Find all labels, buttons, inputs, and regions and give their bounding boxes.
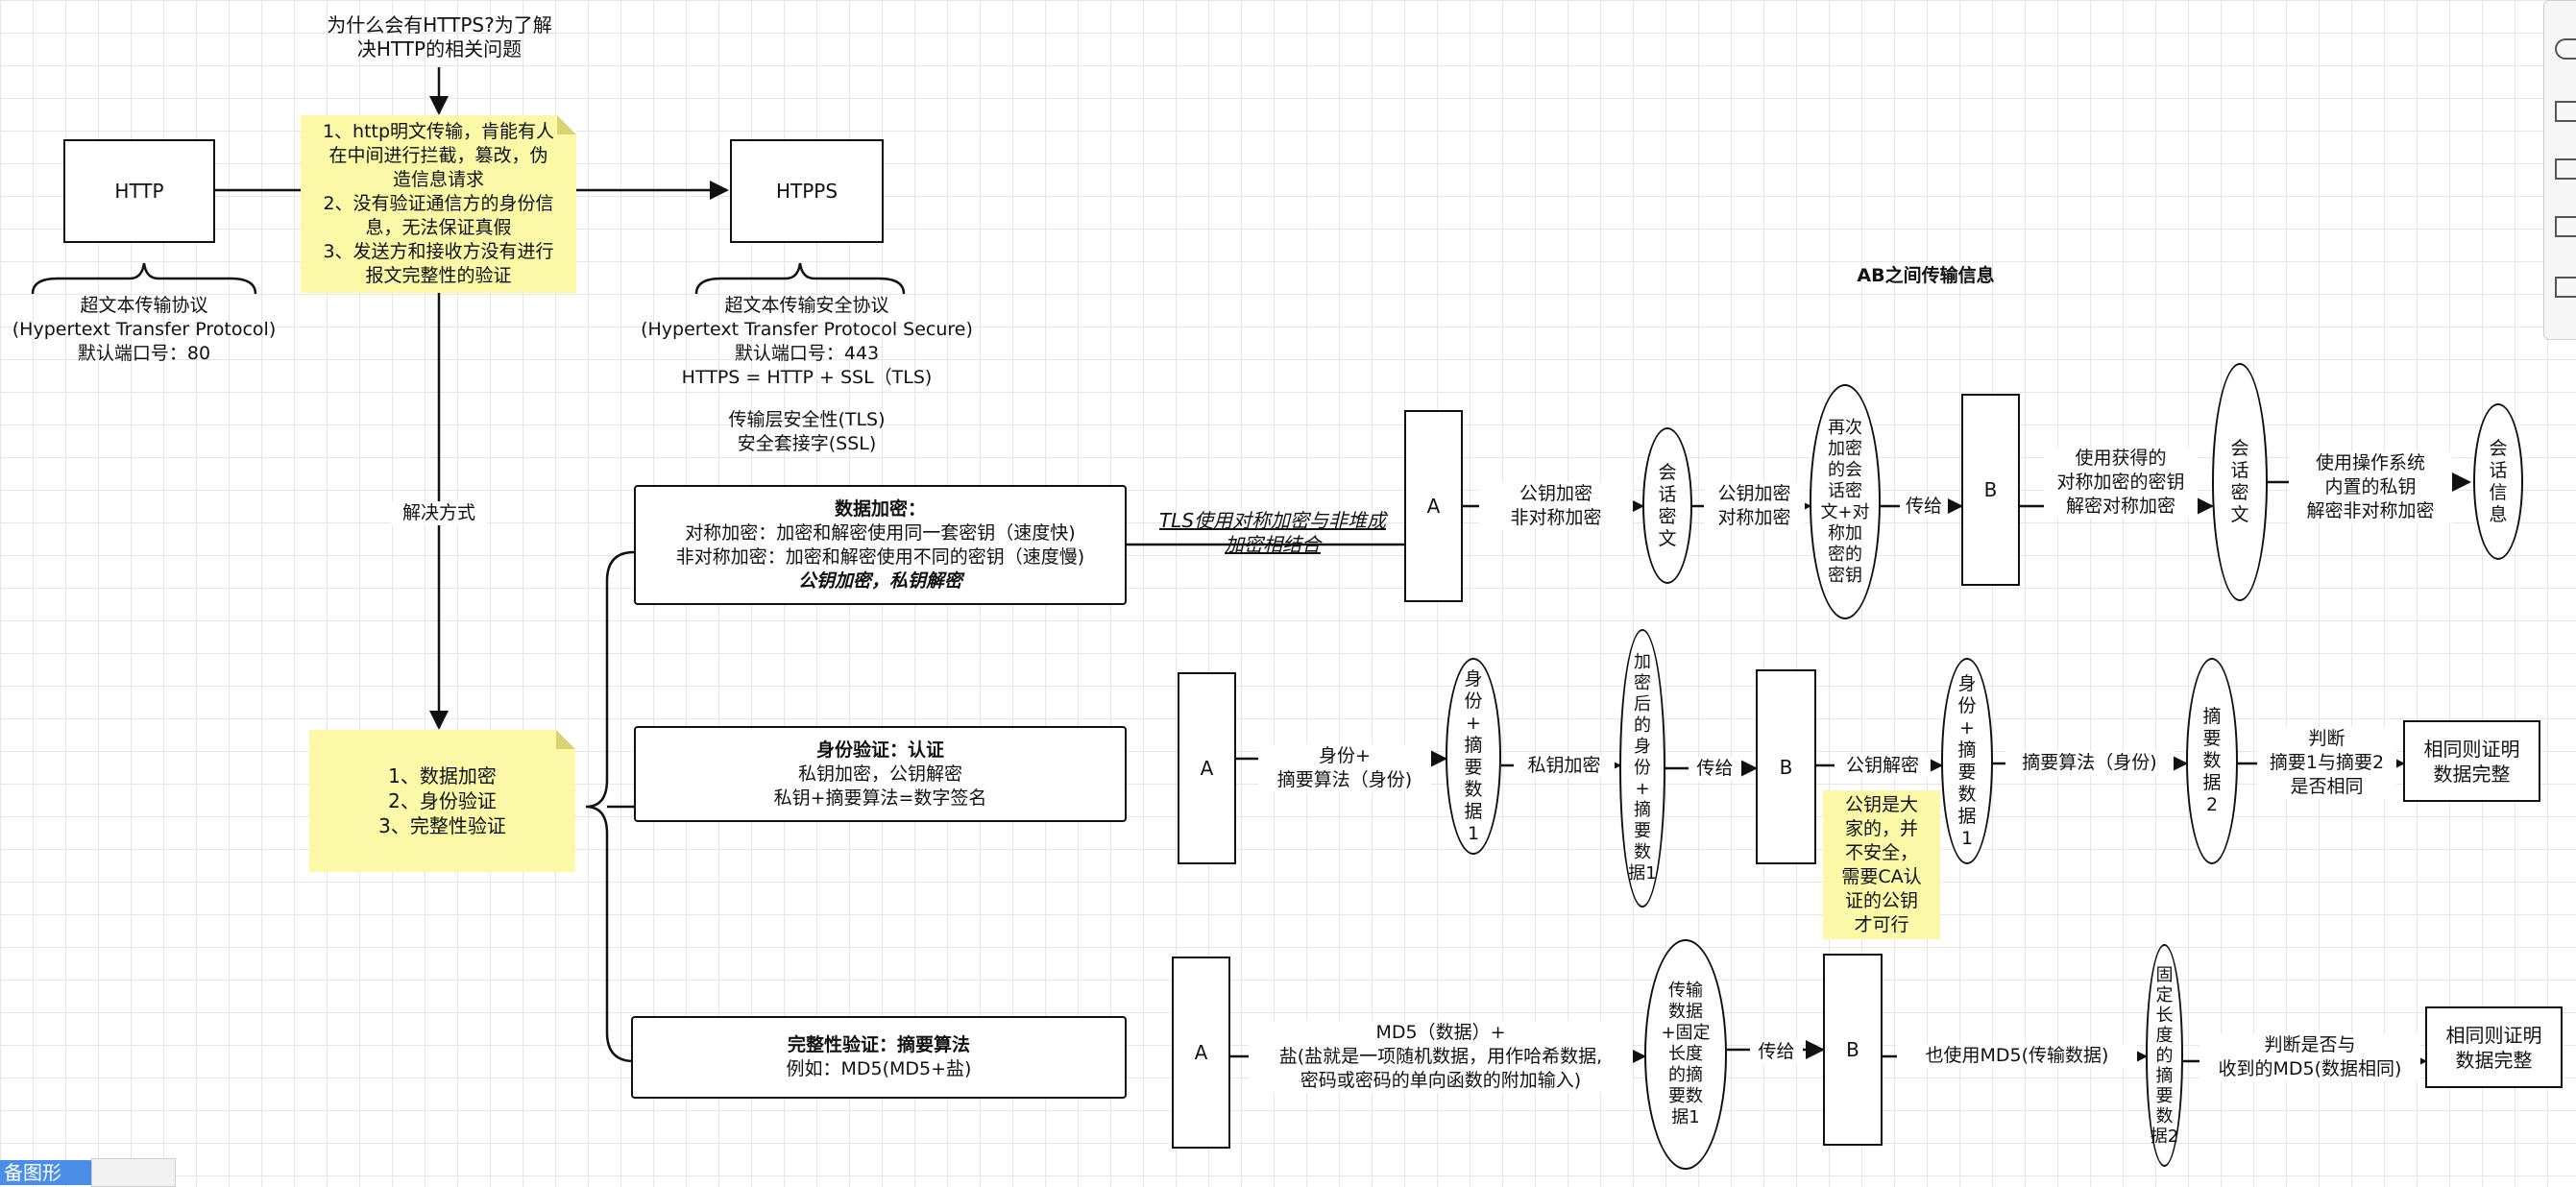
- auth-node-b[interactable]: B: [1756, 669, 1816, 864]
- auth-title: 身份验证：认证: [815, 739, 944, 761]
- enc-label-5: 使用操作系统 内置的私钥 解密非对称加密: [2289, 451, 2452, 523]
- http-description: 超文本传输协议 (Hypertext Transfer Protocol) 默认…: [12, 295, 277, 364]
- auth-label-3: 传给: [1689, 757, 1741, 781]
- enc-node-b[interactable]: B: [1961, 394, 2020, 586]
- solutions-note[interactable]: 1、数据加密 2、身份验证 3、完整性验证: [309, 730, 575, 872]
- integrity-line-1: 例如：MD5(MD5+盐): [786, 1058, 972, 1079]
- page-icon[interactable]: [2555, 216, 2576, 237]
- auth-line-1: 私钥加密，公钥解密: [797, 763, 962, 785]
- int-node-b[interactable]: B: [1823, 954, 1883, 1146]
- auth-result-box[interactable]: 相同则证明 数据完整: [2403, 720, 2540, 802]
- problems-note[interactable]: 1、http明文传输，肯能有人 在中间进行拦截，篡改，伪 造信息请求 2、没有验…: [301, 115, 576, 293]
- tls-note: TLS使用对称加密与非堆成 加密相结合: [1158, 509, 1387, 556]
- auth-label-2: 私钥加密: [1514, 754, 1615, 778]
- encryption-summary: 公钥加密，私钥解密: [797, 569, 962, 592]
- question-text: 为什么会有HTTPS?为了解 决HTTP的相关问题: [327, 13, 552, 61]
- auth-ellipse-2[interactable]: 加 密 后 的 身 份 + 摘 要 数 据1: [1619, 629, 1665, 908]
- integrity-box[interactable]: 完整性验证：摘要算法 例如：MD5(MD5+盐): [631, 1016, 1127, 1099]
- enc-ellipse-2[interactable]: 再次 加密 的会 话密 文+对 称加 密的 密钥: [1810, 384, 1881, 619]
- int-label-4: 判断是否与 收到的MD5(数据相同): [2199, 1033, 2420, 1081]
- https-box[interactable]: HTPPS: [730, 139, 884, 243]
- https-description: 超文本传输安全协议 (Hypertext Transfer Protocol S…: [641, 295, 973, 388]
- int-label-1: MD5（数据）+ 盐(盐就是一项随机数据，用作哈希数据, 密码或密码的单向函数的…: [1249, 1021, 1633, 1093]
- int-node-a[interactable]: A: [1172, 957, 1230, 1149]
- bottom-panel: [91, 1158, 176, 1187]
- enc-label-3: 传给: [1900, 495, 1948, 519]
- int-label-3: 也使用MD5(传输数据): [1897, 1044, 2137, 1068]
- calendar-icon[interactable]: [2555, 158, 2576, 180]
- encryption-box[interactable]: 数据加密： 对称加密：加密和解密使用同一套密钥（速度快) 非对称加密：加密和解密…: [634, 485, 1127, 605]
- layer-icon[interactable]: [2555, 277, 2576, 298]
- note-fold-icon: [557, 115, 576, 134]
- enc-ellipse-3[interactable]: 会 话 密 文: [2212, 363, 2268, 601]
- auth-label-5: 摘要算法（身份): [2005, 751, 2174, 775]
- int-ellipse-1[interactable]: 传输 数据 +固定 长度 的摘 要数 据1: [1644, 939, 1727, 1170]
- enc-label-4: 使用获得的 对称加密的密钥 解密对称加密: [2044, 447, 2198, 519]
- ca-note[interactable]: 公钥是大 家的，并 不安全， 需要CA认 证的公钥 才可行: [1823, 790, 1940, 939]
- auth-ellipse-3[interactable]: 身 份 + 摘 要 数 据 1: [1941, 658, 1993, 864]
- int-ellipse-2[interactable]: 固 定 长 度 的 摘 要 数 据2: [2146, 944, 2183, 1167]
- integrity-title: 完整性验证：摘要算法: [787, 1034, 970, 1055]
- http-box[interactable]: HTTP: [63, 139, 215, 243]
- shapes-tab[interactable]: 备图形: [0, 1160, 95, 1185]
- encryption-symmetric: 对称加密：加密和解密使用同一套密钥（速度快): [685, 521, 1076, 544]
- auth-label-6: 判断 摘要1与摘要2 是否相同: [2257, 727, 2396, 799]
- format-icon[interactable]: [2555, 101, 2576, 122]
- auth-line-2: 私钥+摘要算法=数字签名: [773, 787, 987, 809]
- enc-label-1: 公钥加密 非对称加密: [1479, 482, 1633, 530]
- int-label-2: 传给: [1750, 1040, 1803, 1064]
- auth-box[interactable]: 身份验证：认证 私钥加密，公钥解密 私钥+摘要算法=数字签名: [634, 726, 1127, 822]
- ab-title: AB之间传输信息: [1857, 265, 1995, 286]
- enc-ellipse-4[interactable]: 会 话 信 息: [2473, 403, 2523, 560]
- enc-label-2: 公钥加密 对称加密: [1704, 482, 1805, 530]
- encryption-title: 数据加密：: [834, 497, 926, 520]
- note-fold-icon: [556, 730, 575, 749]
- auth-label-4: 公钥解密: [1835, 754, 1931, 778]
- target-icon[interactable]: [2555, 38, 2576, 60]
- auth-node-a[interactable]: A: [1178, 672, 1236, 864]
- encryption-asymmetric: 非对称加密：加密和解密使用不同的密钥（速度慢): [675, 545, 1085, 568]
- auth-ellipse-4[interactable]: 摘 要 数 据 2: [2186, 658, 2238, 864]
- auth-label-1: 身份+ 摘要算法（身份): [1258, 744, 1431, 792]
- solution-label: 解决方式: [391, 501, 487, 525]
- enc-node-a[interactable]: A: [1404, 410, 1463, 602]
- int-result-box[interactable]: 相同则证明 数据完整: [2425, 1006, 2563, 1088]
- auth-ellipse-1[interactable]: 身 份 + 摘 要 数 据 1: [1446, 658, 1501, 855]
- tls-description: 传输层安全性(TLS) 安全套接字(SSL): [728, 409, 886, 454]
- enc-ellipse-1[interactable]: 会 话 密 文: [1642, 427, 1692, 584]
